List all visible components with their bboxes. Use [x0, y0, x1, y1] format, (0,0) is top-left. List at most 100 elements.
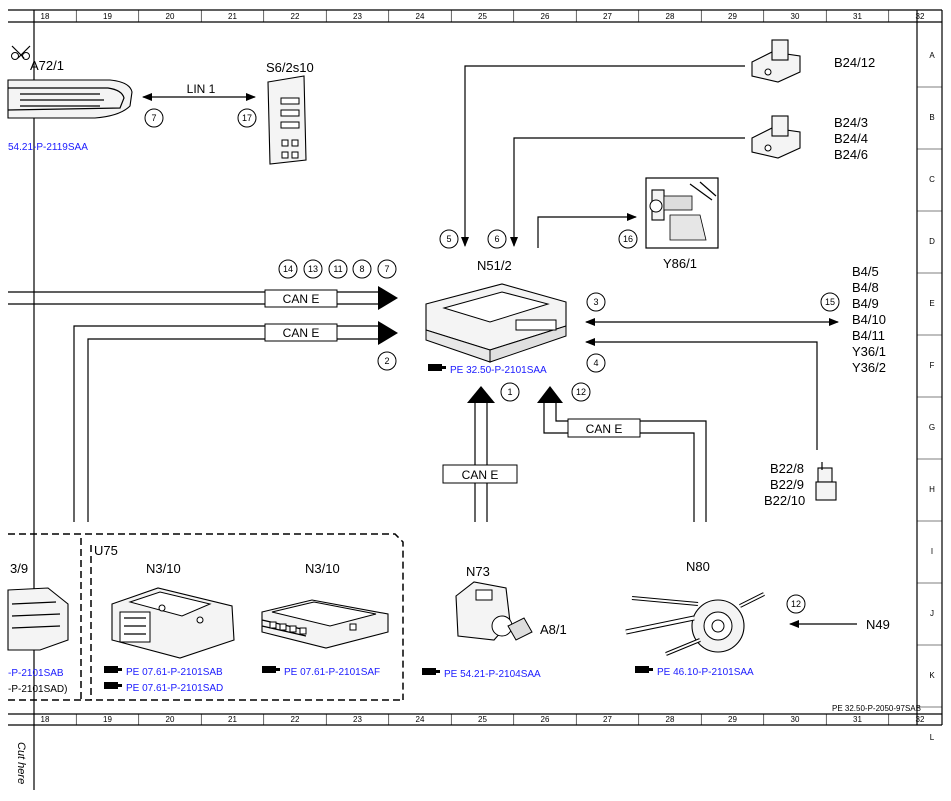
column-label-bottom-20: 20 [166, 715, 175, 724]
column-label-top-29: 29 [728, 12, 737, 21]
conn-4-number: 4 [593, 358, 598, 368]
column-ticks: 1818191920202121222223232424252526262727… [41, 10, 925, 725]
ref-n3a-1[interactable]: PE 07.61-P-2101SAB [126, 667, 223, 678]
n3-10-a-label: N3/10 [146, 561, 181, 576]
column-label-top-25: 25 [478, 12, 487, 21]
bus-label-boxes [153, 88, 641, 484]
b22-sensor-image [815, 462, 837, 501]
conn-1: 1 [500, 382, 520, 402]
conn-12-number: 12 [576, 387, 586, 397]
pointing-hand-icon [104, 666, 122, 673]
conn-3-number: 3 [593, 297, 598, 307]
conn-6-number: 6 [494, 234, 499, 244]
row-label-A: A [929, 51, 935, 60]
conn-12b-number: 12 [791, 599, 801, 609]
n80-label: N80 [686, 559, 710, 574]
y86-label: Y86/1 [663, 256, 697, 271]
conn-11: 11 [328, 259, 348, 279]
conn-7b-number: 7 [384, 264, 389, 274]
conn-17-number: 17 [242, 113, 252, 123]
row-label-I: I [931, 547, 933, 556]
column-label-top-24: 24 [416, 12, 425, 21]
conn-2-number: 2 [384, 356, 389, 366]
pointing-hand-icon [422, 668, 440, 675]
b22-8-label: B22/8 [770, 461, 804, 476]
b22-10-label: B22/10 [764, 493, 805, 508]
column-label-bottom-29: 29 [728, 715, 737, 724]
b22-9-label: B22/9 [770, 477, 804, 492]
column-label-bottom-32: 32 [916, 715, 925, 724]
conn-12b: 12 [786, 594, 806, 614]
column-label-top-21: 21 [228, 12, 237, 21]
column-label-top-18: 18 [41, 12, 50, 21]
conn-4: 4 [586, 353, 606, 373]
a72-label: A72/1 [30, 58, 64, 73]
column-label-top-20: 20 [166, 12, 175, 21]
b24-6-label: B24/6 [834, 147, 868, 162]
conn-7-number: 7 [151, 113, 156, 123]
conn-12: 12 [571, 382, 591, 402]
column-label-bottom-18: 18 [41, 715, 50, 724]
ref-n73[interactable]: PE 54.21-P-2104SAA [444, 669, 541, 680]
y36-2-label: Y36/2 [852, 360, 886, 375]
conn-8: 8 [352, 259, 372, 279]
can-bus-label-bottom: CAN E [462, 468, 499, 482]
conn-11-number: 11 [333, 264, 342, 274]
conn-2: 2 [377, 351, 397, 371]
b24-3-label: B24/3 [834, 115, 868, 130]
frame [8, 9, 943, 790]
can-bus-label-right: CAN E [586, 422, 623, 436]
conn-16: 16 [618, 229, 638, 249]
row-label-E: E [929, 299, 934, 308]
b24-12-label: B24/12 [834, 55, 875, 70]
conn-7: 7 [144, 108, 164, 128]
column-label-top-27: 27 [603, 12, 612, 21]
row-label-J: J [930, 609, 934, 618]
ref-a72[interactable]: 54.21-P-2119SAA [8, 142, 88, 153]
column-label-bottom-24: 24 [416, 715, 425, 724]
conn-5-number: 5 [446, 234, 451, 244]
a8-label: A8/1 [540, 622, 567, 637]
b4-5-label: B4/5 [852, 264, 879, 279]
b4-11-label: B4/11 [852, 328, 885, 343]
ref-n80[interactable]: PE 46.10-P-2101SAA [657, 667, 754, 678]
column-label-top-19: 19 [103, 12, 112, 21]
column-label-bottom-19: 19 [103, 715, 112, 724]
row-label-G: G [929, 423, 935, 432]
s6-label: S6/2s10 [266, 60, 314, 75]
b24-12-sensor-image [751, 39, 801, 83]
ref-n3b[interactable]: PE 07.61-P-2101SAF [284, 667, 380, 678]
n3-10-ecu-a-image [111, 587, 235, 659]
n3-10-ecu-b-image [261, 599, 389, 649]
conn-8-number: 8 [359, 264, 364, 274]
ref-n3a-2[interactable]: PE 07.61-P-2101SAD [126, 683, 223, 694]
n49-label: N49 [866, 617, 890, 632]
row-label-K: K [929, 671, 935, 680]
ref-left-1[interactable]: -P-2101SAB [8, 668, 64, 679]
ref-n51[interactable]: PE 32.50-P-2101SAA [450, 365, 547, 376]
conn-14: 14 [278, 259, 298, 279]
u75-label: U75 [94, 543, 118, 558]
b4-8-label: B4/8 [852, 280, 879, 295]
column-label-top-28: 28 [666, 12, 675, 21]
wires [142, 65, 857, 628]
b24-group-sensor-image [751, 115, 801, 159]
pointing-hand-icon [104, 682, 122, 689]
row-label-H: H [929, 485, 935, 494]
row-label-D: D [929, 237, 935, 246]
conn-5: 5 [439, 229, 459, 249]
column-label-top-31: 31 [853, 12, 862, 21]
conn-7b: 7 [377, 259, 397, 279]
column-label-bottom-21: 21 [228, 715, 237, 724]
column-label-bottom-25: 25 [478, 715, 487, 724]
pointing-hand-icon [428, 364, 446, 371]
u75-dashed-boundary [8, 533, 404, 701]
column-label-bottom-30: 30 [791, 715, 800, 724]
connection-number-circles: 7 17 5 6 16 14 13 11 8 7 3 15 2 4 1 12 1… [144, 108, 840, 614]
can-bus-label-mid: CAN E [283, 326, 320, 340]
row-label-B: B [929, 113, 934, 122]
b4-10-label: B4/10 [852, 312, 886, 327]
s6-switch-panel-image [267, 75, 307, 165]
column-label-bottom-22: 22 [291, 715, 300, 724]
